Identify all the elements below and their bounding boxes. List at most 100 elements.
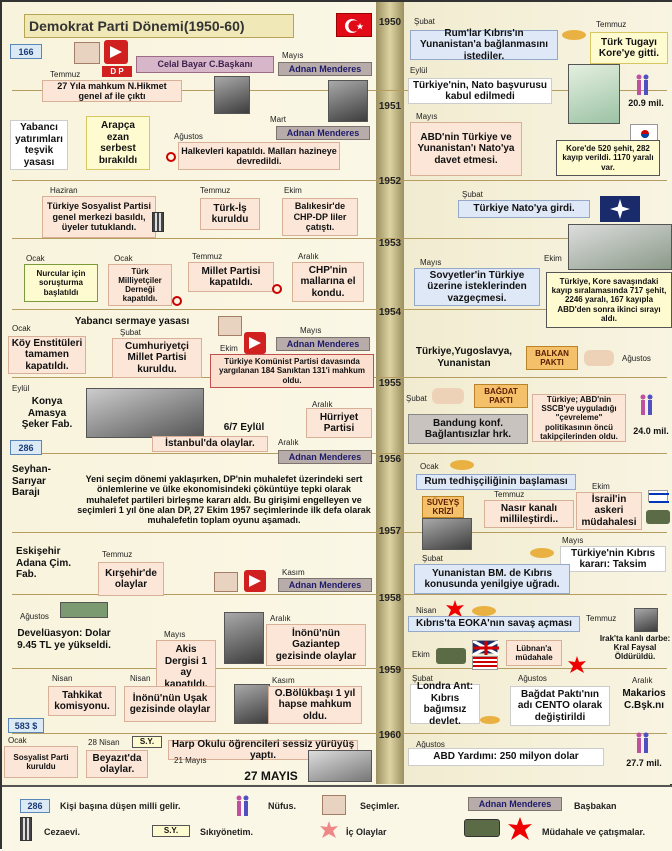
- legend-martial-law-label: Sıkıyönetim.: [200, 827, 253, 837]
- ballot-box-icon: [322, 795, 346, 815]
- cyprus-map-icon: [450, 460, 474, 470]
- makarios-event: Makarios C.Bşk.nı: [616, 688, 672, 711]
- month-label: Mayıs: [416, 112, 437, 121]
- legend: 286 Kişi başına düşen milli gelir. Nüfus…: [2, 785, 672, 851]
- month-label: Ocak: [420, 462, 439, 471]
- turkish-flag-icon: [336, 13, 372, 37]
- israil-event: İsrail'in askeri müdahalesi: [576, 492, 642, 530]
- year-label: 1959: [376, 665, 404, 676]
- month-label: Ekim: [284, 186, 302, 195]
- month-label: Temmuz: [586, 614, 616, 623]
- month-label: Ekim: [220, 344, 238, 353]
- korea-map-photo: [568, 64, 620, 124]
- bandung-event: Bandung konf. Bağlantısızlar hrk.: [408, 414, 528, 444]
- year-label: 1954: [376, 307, 404, 318]
- prison-icon: [152, 212, 164, 232]
- abd-event: ABD'nin Türkiye ve Yunanistan'ı Nato'ya …: [410, 122, 522, 176]
- eoka-event: Kıbrıs'ta EOKA'nın savaş açması: [408, 616, 580, 632]
- month-label: Temmuz: [596, 20, 626, 29]
- legend-population-label: Nüfus.: [268, 801, 296, 811]
- explosion-icon: [508, 817, 532, 841]
- month-label: Nisan: [416, 606, 436, 615]
- month-label: Ekim: [544, 254, 562, 263]
- tkp-event: Türkiye Komünist Partisi davasında yargı…: [210, 354, 374, 388]
- month-label: Aralık: [298, 252, 318, 261]
- paragraph-event: Yeni seçim dönemi yaklaşırken, DP'nin mu…: [76, 474, 372, 526]
- cmp-event: Cumhuriyetçi Millet Partisi kuruldu.: [112, 338, 202, 378]
- legend-income-label: Kişi başına düşen milli gelir.: [60, 801, 181, 811]
- kibris1-event: Rum'lar Kıbrıs'ın Yunanistan'a bağlanmas…: [410, 30, 558, 60]
- ban-icon: [272, 284, 282, 294]
- legend-basbakan-label: Başbakan: [574, 801, 617, 811]
- population-label: 20.9 mil.: [626, 98, 666, 108]
- handshake-icon: [584, 350, 614, 366]
- ssc-event: Türkiye; ABD'nin SSCB'ye uyguladığı "çev…: [532, 394, 626, 442]
- year-label: 1956: [376, 454, 404, 465]
- balikesir-event: Balıkesir'de CHP-DP liler çatıştı.: [282, 198, 358, 236]
- month-label: Ocak: [8, 736, 27, 745]
- month-label: Şubat: [414, 17, 435, 26]
- bolukbasi-photo: [234, 684, 270, 724]
- riot-photo: [86, 388, 204, 438]
- handshake-icon: [432, 388, 464, 404]
- month-label: Kasım: [282, 568, 305, 577]
- month-label: Mayıs: [562, 536, 583, 545]
- ezan-event: Arapça ezan serbest bırakıldı: [86, 116, 150, 170]
- month-label: Şubat: [406, 394, 427, 403]
- us-flag-icon: [472, 656, 498, 670]
- irak-event: Irak'ta kanlı darbe: Kral Faysal Öldürül…: [598, 634, 672, 662]
- month-label: Şubat: [422, 554, 443, 563]
- month-label: Temmuz: [50, 70, 80, 79]
- inonu-photo: [224, 612, 264, 664]
- explosion-icon: [320, 821, 338, 839]
- month-label: Ocak: [26, 254, 45, 263]
- population-label: 27.7 mil.: [624, 758, 664, 768]
- turkis-event: Türk-İş kuruldu: [200, 198, 260, 230]
- kore-event: Türk Tugayı Kore'ye gitti.: [590, 32, 668, 64]
- year-label: 1950: [376, 17, 404, 28]
- cemetery-photo: [568, 224, 672, 270]
- bayar-label: Celal Bayar C.Başkanı: [136, 56, 274, 73]
- month-label: Ağustos: [20, 612, 49, 621]
- year-label: 1955: [376, 378, 404, 389]
- month-label: Mayıs: [420, 258, 441, 267]
- income-badge: 166: [10, 44, 42, 59]
- korekayip2-event: Türkiye, Kore savaşındaki kayıp sıralama…: [546, 272, 672, 328]
- ballot-box-icon: [214, 572, 238, 592]
- israel-flag-icon: [648, 490, 668, 502]
- milliyetci-event: Türk Milliyetçiler Derneği kapatıldı.: [108, 264, 172, 306]
- month-label: Temmuz: [102, 550, 132, 559]
- month-label: Eylül: [12, 384, 29, 393]
- month-label: Mayıs: [282, 51, 303, 60]
- population-icon: [634, 74, 650, 96]
- month-label: Şubat: [462, 190, 483, 199]
- coup-label: 27 MAYIS: [236, 770, 306, 784]
- cyprus-map-icon: [562, 30, 586, 40]
- income-badge: 583 $: [8, 718, 44, 733]
- develuasyon-event: Develüasyon: Dolar 9.45 TL ye yükseldi.: [16, 628, 112, 651]
- month-label: 28 Nisan: [88, 738, 120, 747]
- cento-event: Bağdat Paktı'nın adı CENTO olarak değişt…: [510, 686, 610, 726]
- month-label: Kasım: [272, 676, 295, 685]
- month-label: Eylül: [410, 66, 427, 75]
- londra-event: Londra Ant: Kıbrıs bağımsız devlet.: [410, 684, 480, 724]
- pm-label: Adnan Menderes: [276, 126, 370, 140]
- month-label: Şubat: [120, 328, 141, 337]
- legend-income-badge: 286: [20, 799, 50, 813]
- dp-logo-icon: [244, 332, 266, 354]
- bolukbasi-event: O.Bölükbaşı 1 yıl hapse mahkum oldu.: [268, 686, 362, 724]
- legend-prison-label: Cezaevi.: [44, 827, 80, 837]
- martial-law-badge: S.Y.: [132, 736, 162, 748]
- hurriyet-event: Hürriyet Partisi: [306, 408, 372, 438]
- cyprus-map-icon: [480, 716, 500, 724]
- legend-conflict-label: Müdahale ve çatışmalar.: [542, 827, 645, 837]
- inonu1-event: İnönü'nün Gaziantep gezisinde olaylar: [266, 624, 366, 666]
- cyprus-map-icon: [530, 548, 554, 558]
- month-label: Nisan: [130, 674, 150, 683]
- bagdat-event: BAĞDAT PAKTI: [474, 384, 528, 408]
- month-label: Temmuz: [200, 186, 230, 195]
- sermaye-event: Yabancı sermaye yasası: [52, 316, 212, 328]
- dp-logo-icon: [244, 570, 266, 592]
- month-label: Ocak: [114, 254, 133, 263]
- month-label: Ağustos: [622, 354, 651, 363]
